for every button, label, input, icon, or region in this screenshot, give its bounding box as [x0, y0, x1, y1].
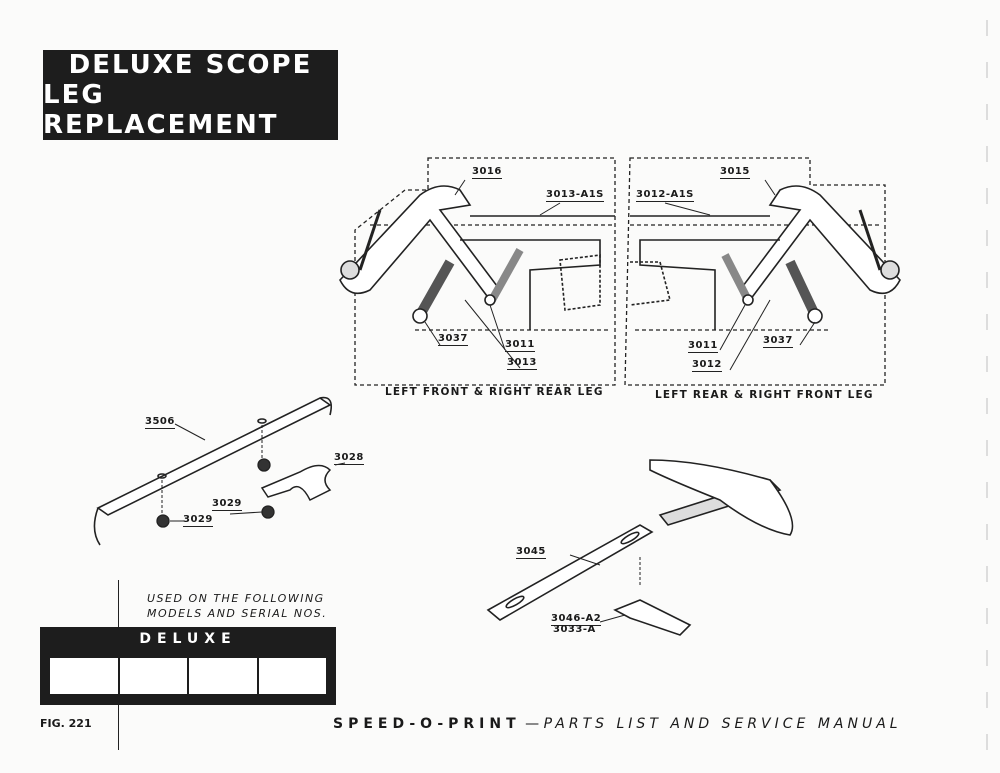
binder-hole: [986, 104, 988, 120]
binder-hole: [986, 188, 988, 204]
figure-number: FIG. 221: [40, 717, 92, 730]
footer: SPEED-O-PRINT — PARTS LIST AND SERVICE M…: [333, 716, 902, 732]
part-label-3028: 3028: [334, 452, 364, 465]
part-label-3506: 3506: [145, 416, 175, 429]
part-label-3016: 3016: [472, 166, 502, 179]
footer-subtitle: PARTS LIST AND SERVICE MANUAL: [543, 716, 902, 732]
binder-hole: [986, 566, 988, 582]
binder-hole: [986, 692, 988, 708]
binder-hole: [986, 314, 988, 330]
part-label-3012-a1s: 3012-A1S: [636, 189, 694, 202]
binder-hole: [986, 524, 988, 540]
part-label-3029-b: 3029: [183, 514, 213, 527]
right-leg-drawing: [629, 185, 901, 330]
binder-hole: [986, 356, 988, 372]
binder-hole: [986, 608, 988, 624]
binder-hole: [986, 20, 988, 36]
bracket-3506-drawing: [93, 396, 333, 546]
part-label-3011-right: 3011: [688, 340, 718, 353]
part-label-3013: 3013: [507, 357, 537, 370]
binder-hole: [986, 146, 988, 162]
title-line-2: LEG REPLACEMENT: [43, 80, 279, 140]
binder-hole: [986, 650, 988, 666]
clip-3028-drawing: [260, 462, 346, 502]
models-intro: USED ON THE FOLLOWING MODELS AND SERIAL …: [147, 591, 327, 621]
part-label-3029-a: 3029: [212, 498, 242, 511]
page-title: DELUXE SCOPE LEG REPLACEMENT: [43, 50, 338, 140]
binder-hole: [986, 734, 988, 750]
leader-lines: [424, 179, 816, 371]
serial-cell: [189, 658, 259, 694]
caption-right-leg: LEFT REAR & RIGHT FRONT LEG: [655, 389, 874, 401]
part-label-3037-right: 3037: [763, 335, 793, 348]
binder-hole: [986, 482, 988, 498]
models-table: DELUXE: [40, 627, 336, 705]
footer-brand: SPEED-O-PRINT: [333, 716, 521, 732]
binder-hole: [986, 398, 988, 414]
binder-hole: [986, 272, 988, 288]
binder-hole: [986, 230, 988, 246]
left-leg-drawing: [339, 185, 615, 330]
model-name: DELUXE: [139, 631, 237, 647]
footer-dash: —: [525, 716, 540, 732]
part-label-3037-left: 3037: [438, 333, 468, 346]
models-intro-line-2: MODELS AND SERIAL NOS.: [147, 607, 328, 620]
binder-hole: [986, 62, 988, 78]
models-intro-line-1: USED ON THE FOLLOWING: [147, 592, 325, 605]
binder-hole: [986, 440, 988, 456]
part-label-3045: 3045: [516, 546, 546, 559]
part-label-3013-a1s: 3013-A1S: [546, 189, 604, 202]
part-label-3033-a: 3033-A: [553, 624, 596, 635]
slide-3045-drawing: [486, 459, 794, 636]
part-label-3046-a2: 3046-A2: [551, 613, 602, 626]
binder-edge: [982, 0, 994, 773]
serial-cell: [50, 658, 120, 694]
part-label-3011-left: 3011: [505, 339, 535, 352]
caption-left-leg: LEFT FRONT & RIGHT REAR LEG: [385, 386, 604, 398]
nut-3029-drawing: [156, 458, 275, 528]
serial-cell: [258, 658, 326, 694]
title-line-1: DELUXE SCOPE: [68, 50, 313, 80]
part-label-3015: 3015: [720, 166, 750, 179]
left-leg-assembly: [354, 157, 886, 386]
part-label-3012: 3012: [692, 359, 722, 372]
serial-cell: [119, 658, 189, 694]
